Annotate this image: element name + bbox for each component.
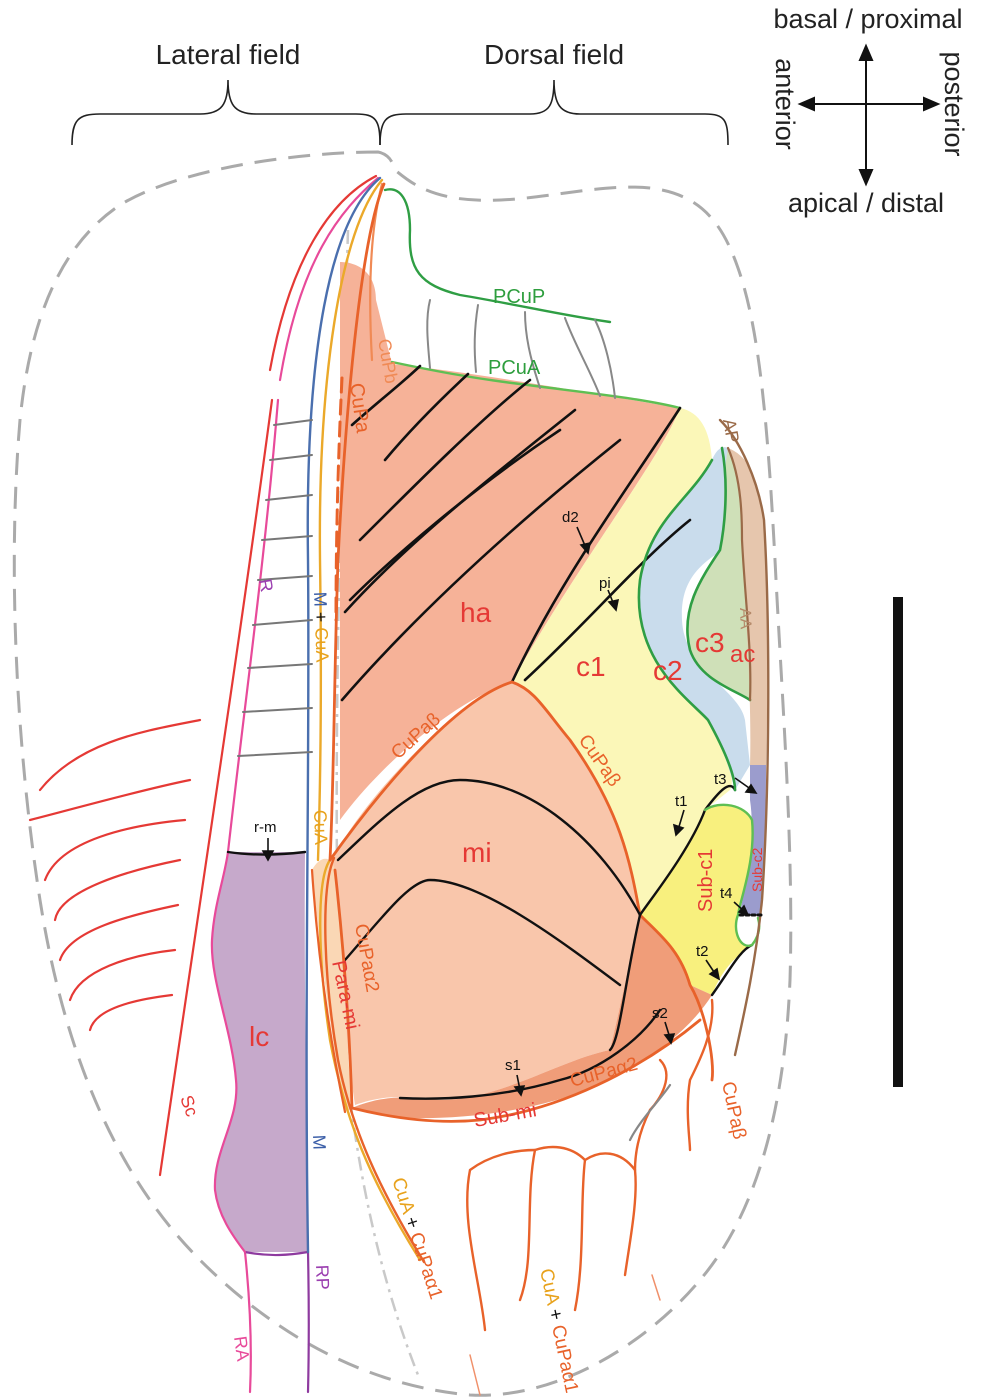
area-label-c2: c2 [653,655,683,686]
field-brackets [72,80,728,145]
vein-rp [308,1252,309,1392]
vein-label-ra: RA [230,1335,253,1363]
area-label-lc: lc [249,1021,269,1052]
area-label-ha: ha [460,597,492,628]
lateral-field-bracket [72,80,380,145]
vein-label-r: R [255,577,277,593]
area-label-sub-c1: Sub-c1 [695,849,717,912]
orientation-basal-label: basal / proximal [773,4,962,34]
vein-r [228,400,278,852]
svg-text:M + CuA: M + CuA [310,591,332,662]
area-label-mi: mi [462,837,492,868]
vein-lc-border-bottom [245,1252,308,1255]
orientation-apical-label: apical / distal [788,188,944,218]
orientation-compass [800,46,938,184]
arrow-up-icon [860,46,872,60]
marker-label-pi: pi [599,575,611,592]
vein-label-m: M [309,1134,330,1150]
area-label-c3: c3 [695,627,725,658]
svg-text:CuA + CuPaα1: CuA + CuPaα1 [535,1267,582,1395]
wing-tick-a [470,1355,480,1395]
vein-label-cua-cupaa1-2: CuA + CuPaα1 [535,1267,582,1395]
vein-label-mcua: M + CuA [310,591,332,662]
vein-label-cua-cupaa1-1-plus: + [400,1214,423,1231]
dorsal-field-bracket [380,80,728,145]
arrow-down-icon [860,170,872,184]
marker-label-rm: r-m [254,819,277,836]
area-label-sub-c2: Sub-c2 [749,847,765,892]
vein-label-cua-cupaa1-2-cua: CuA [535,1267,563,1308]
marker-label-t1: t1 [675,793,688,810]
lateral-field-title: Lateral field [156,39,301,70]
vein-label-mcua-plus: + [311,611,331,622]
vein-label-cupab-3: CuPaβ [717,1080,750,1142]
sc-branches [30,720,200,1030]
vein-ra [245,1252,251,1392]
orientation-posterior-label: posterior [939,51,969,156]
vein-label-aa: AA [736,608,754,630]
vein-label-pcup: PCuP [493,286,545,308]
vein-label-mcua-m: M [310,591,331,607]
vein-label-cua-cupaa1-1: CuA + CuPaα1 [387,1175,446,1302]
vein-label-mcua-cua: CuA [311,627,332,663]
vein-label-sc: Sc [176,1093,202,1120]
orientation-anterior-label: anterior [770,58,800,150]
marker-label-t4: t4 [720,885,733,902]
marker-label-t2: t2 [696,943,709,960]
dorsal-field-title: Dorsal field [484,39,624,70]
vein-label-ap: AP [719,417,743,444]
marker-label-s2: s2 [652,1005,668,1022]
vein-label-cua: CuA [310,809,331,845]
vein-label-cua-cupaa1-1-cup: CuPaα1 [405,1230,446,1302]
arrow-left-icon [800,98,814,110]
marker-label-t3: t3 [714,771,727,788]
area-label-ac: ac [730,641,755,668]
scale-bar [893,597,903,1087]
vein-label-pcua: PCuA [488,357,541,379]
vein-label-cua-cupaa1-2-plus: + [544,1307,567,1322]
marker-label-d2: d2 [562,509,579,526]
wing-tick-b [652,1275,660,1300]
marker-label-s1: s1 [505,1057,521,1074]
arrow-right-icon [924,98,938,110]
svg-text:CuA + CuPaα1: CuA + CuPaα1 [387,1175,446,1302]
area-label-c1: c1 [576,651,606,682]
area-lc [212,852,308,1252]
vein-label-rp: RP [312,1264,333,1290]
